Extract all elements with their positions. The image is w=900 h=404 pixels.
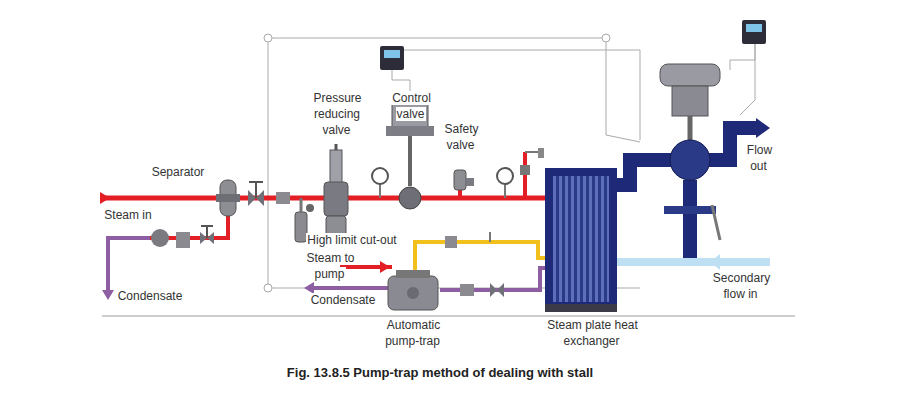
label-text: Condensate (310, 293, 377, 307)
part-label: Steam plate heat exchanger (540, 317, 644, 349)
flow-label: Steam to pump (303, 250, 357, 282)
pressure-reducing-valve (324, 144, 348, 240)
part-label: Separator (143, 164, 213, 180)
three-port-valve (660, 64, 720, 240)
flow-label: Steam in (93, 207, 163, 223)
secondary-circuit (617, 118, 770, 270)
label-text: Secondary flow in (712, 271, 770, 301)
part-label: Control valve (384, 90, 438, 122)
label-text: Steam in (103, 208, 152, 222)
isolation-valve (248, 182, 290, 206)
pressure-gauges (372, 168, 513, 198)
flow-label: Flow out (739, 142, 779, 174)
safety-valve (454, 170, 474, 198)
flow-label: Secondary flow in (706, 270, 776, 302)
controller-units (380, 20, 766, 70)
label-text: High limit cut-out (306, 233, 397, 247)
label-text: Steam to pump (305, 251, 354, 281)
part-label: Pressure reducing valve (305, 90, 369, 138)
part-label: Safety valve (437, 121, 485, 153)
signal-lines (264, 34, 755, 292)
label-text: Automatic pump-trap (385, 318, 441, 348)
ground-line (102, 316, 795, 317)
flow-label: Condensate (303, 292, 383, 308)
label-text: Safety valve (443, 122, 478, 152)
label-text: Condensate (117, 289, 184, 303)
label-text: Flow out (746, 143, 772, 173)
flow-label: Condensate (110, 288, 190, 304)
label-text: Separator (151, 165, 206, 179)
figure-caption: Fig. 13.8.5 Pump-trap method of dealing … (287, 365, 593, 380)
part-label: High limit cut-out (297, 232, 407, 248)
automatic-pump-trap (388, 270, 438, 310)
label-text: Steam plate heat exchanger (546, 318, 638, 348)
separator-drain (102, 210, 228, 300)
riser-fittings (520, 148, 544, 198)
label-text: Control valve (391, 91, 431, 121)
separator (216, 180, 240, 216)
label-text: Pressure reducing valve (312, 91, 361, 137)
plate-heat-exchanger (545, 168, 617, 312)
part-label: Automatic pump-trap (375, 317, 451, 349)
